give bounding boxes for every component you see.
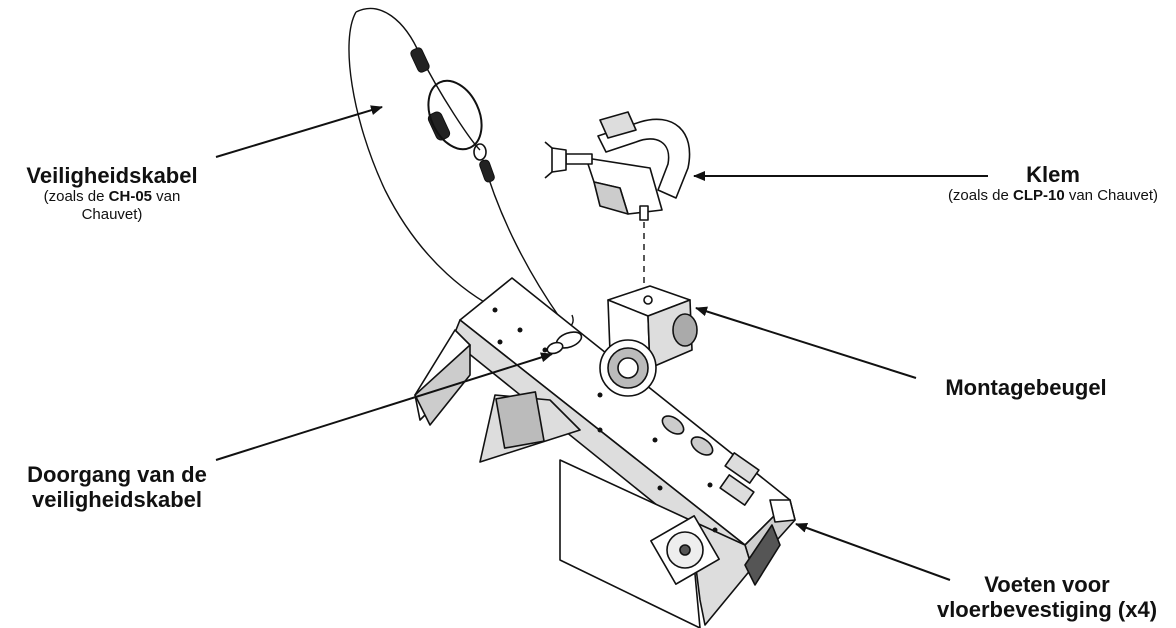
safety-cable-ring: [473, 143, 487, 161]
label-safety-cable-sub-pre: (zoals de: [43, 188, 109, 206]
fixture-screws: [492, 307, 718, 533]
safety-cable-sleeves: [410, 47, 495, 183]
label-mounting-bracket: Montagebeugel: [916, 375, 1136, 400]
safety-cable: [348, 7, 574, 344]
label-safety-cable-sub-line2: Chauvet): [81, 205, 143, 223]
arrow-floor-feet: [795, 523, 951, 581]
label-clamp: Klem (zoals de CLP-10 van Chauvet): [930, 162, 1176, 205]
label-clamp-sub-pre: (zoals de: [947, 187, 1013, 205]
label-clamp-model: CLP-10: [1012, 187, 1065, 205]
clamp-part: [544, 111, 691, 221]
label-safety-cable-sub-post: van: [152, 188, 181, 206]
label-clamp-sub-post: van Chauvet): [1064, 187, 1159, 205]
arrow-safety-cable: [215, 105, 383, 158]
fixture-body: [414, 277, 796, 628]
label-safety-cable-sub: (zoals de CH-05 van: [2, 188, 222, 205]
safety-cable-passage-holes: [546, 331, 583, 355]
label-clamp-sub: (zoals de CLP-10 van Chauvet): [930, 187, 1176, 204]
label-floor-feet-line1: Voeten voor: [984, 572, 1110, 597]
mounting-bracket-part: [599, 285, 698, 397]
label-floor-feet: Voeten voor vloerbevestiging (x4): [922, 572, 1172, 623]
label-cable-passage: Doorgang van de veiligheidskabel: [4, 462, 230, 513]
label-mounting-bracket-title: Montagebeugel: [945, 375, 1107, 400]
arrow-cable-passage: [215, 352, 553, 461]
label-cable-passage-line1: Doorgang van de: [27, 462, 207, 487]
leader-lines: [215, 105, 988, 581]
label-safety-cable-model: CH-05: [108, 188, 153, 206]
label-safety-cable: Veiligheidskabel (zoals de CH-05 van Cha…: [2, 163, 222, 223]
label-cable-passage-line2: veiligheidskabel: [32, 487, 202, 513]
safety-cable-carabiner: [427, 79, 483, 151]
arrow-mounting-bracket: [695, 306, 917, 379]
label-floor-feet-line2: vloerbevestiging (x4): [936, 597, 1158, 623]
label-safety-cable-title: Veiligheidskabel: [26, 163, 198, 188]
label-clamp-title: Klem: [1026, 162, 1080, 187]
